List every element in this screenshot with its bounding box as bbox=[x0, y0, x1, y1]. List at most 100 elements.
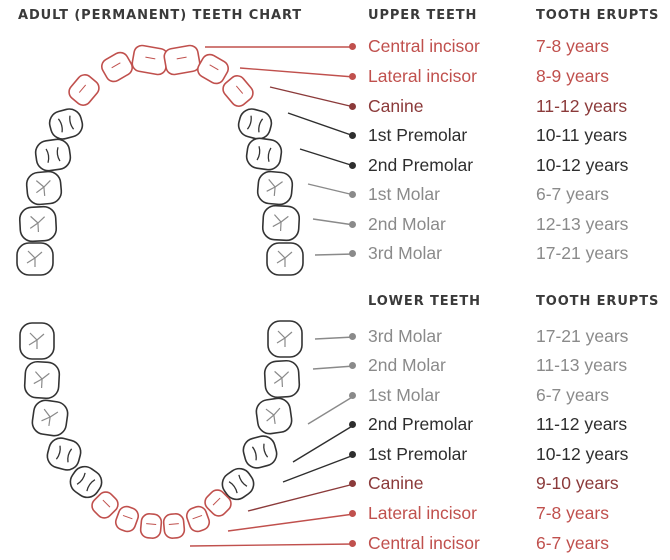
lower-1st-premolar-right bbox=[221, 467, 255, 501]
upper-legend-dot bbox=[349, 250, 356, 257]
upper-eruption-age: 17-21 years bbox=[536, 243, 629, 263]
upper-legend-row: 1st Molar 6-7 years bbox=[0, 181, 670, 209]
lower-central-incisor-left bbox=[139, 513, 163, 539]
upper-central-incisor-right bbox=[163, 44, 201, 76]
lower-leader-line-0 bbox=[314, 336, 355, 340]
upper-3rd-molar-left bbox=[16, 242, 54, 276]
lower-legend-dot bbox=[349, 510, 356, 517]
upper-leader-line-5 bbox=[307, 183, 355, 196]
lower-legend-dot bbox=[349, 392, 356, 399]
lower-tooth-name: 1st Molar bbox=[368, 385, 440, 405]
upper-eruption-age: 7-8 years bbox=[536, 36, 609, 56]
upper-legend-row: 2nd Molar 12-13 years bbox=[0, 211, 670, 239]
upper-legend-row: 3rd Molar 17-21 years bbox=[0, 240, 670, 268]
upper-2nd-premolar-left bbox=[34, 138, 72, 172]
lower-2nd-molar-right bbox=[263, 359, 301, 399]
lower-legend-row: 3rd Molar 17-21 years bbox=[0, 323, 670, 351]
upper-2nd-molar-right bbox=[261, 204, 301, 242]
lower-eruption-age: 17-21 years bbox=[536, 326, 629, 346]
upper-tooth-name: 2nd Premolar bbox=[368, 155, 474, 175]
lower-lateral-incisor-left bbox=[114, 505, 140, 533]
lower-eruption-age: 9-10 years bbox=[536, 473, 619, 493]
upper-legend-row: Lateral incisor 8-9 years bbox=[0, 63, 670, 91]
upper-legend-dot bbox=[349, 191, 356, 198]
upper-tooth-name: 2nd Molar bbox=[368, 214, 446, 234]
upper-legend-row: 1st Premolar 10-11 years bbox=[0, 122, 670, 150]
lower-legend-dot bbox=[349, 421, 356, 428]
lower-legend-row: Central incisor 6-7 years bbox=[0, 530, 670, 558]
upper-eruption-age: 11-12 years bbox=[536, 96, 628, 116]
lower-canine-left bbox=[91, 491, 119, 519]
lower-2nd-premolar-left bbox=[46, 437, 82, 471]
upper-legend-row: Canine 11-12 years bbox=[0, 93, 670, 121]
lower-legend-row: 1st Molar 6-7 years bbox=[0, 382, 670, 410]
upper-leader-line-1 bbox=[239, 67, 355, 78]
upper-leader-line-6 bbox=[312, 218, 355, 226]
upper-eruption-age: 12-13 years bbox=[536, 214, 629, 234]
lower-legend-dot bbox=[349, 451, 356, 458]
upper-teeth-header: UPPER TEETH bbox=[368, 8, 478, 23]
lower-legend-row: 2nd Molar 11-13 years bbox=[0, 352, 670, 380]
upper-legend-dot bbox=[349, 132, 356, 139]
lower-tooth-name: Central incisor bbox=[368, 533, 480, 553]
lower-eruption-age: 7-8 years bbox=[536, 503, 609, 523]
lower-3rd-molar-right bbox=[267, 320, 303, 358]
upper-legend-dot bbox=[349, 221, 356, 228]
upper-leader-line-7 bbox=[314, 253, 355, 256]
lower-eruption-age: 6-7 years bbox=[536, 385, 609, 405]
lower-leader-line-6 bbox=[227, 513, 355, 532]
upper-2nd-molar-left bbox=[18, 205, 58, 243]
lower-tooth-name: Canine bbox=[368, 473, 424, 493]
upper-tooth-name: 1st Molar bbox=[368, 184, 440, 204]
upper-legend-dot bbox=[349, 43, 356, 50]
upper-3rd-molar-right bbox=[266, 242, 304, 276]
upper-lateral-incisor-left bbox=[101, 51, 133, 83]
lower-legend-dot bbox=[349, 362, 356, 369]
upper-1st-premolar-right bbox=[237, 108, 273, 140]
upper-eruption-age: 10-12 years bbox=[536, 155, 629, 175]
lower-tooth-name: 2nd Premolar bbox=[368, 414, 474, 434]
upper-legend-dot bbox=[349, 162, 356, 169]
lower-2nd-premolar-right bbox=[242, 435, 278, 469]
lower-leader-line-1 bbox=[312, 365, 355, 370]
lower-legend-dot bbox=[349, 333, 356, 340]
lower-3rd-molar-left bbox=[19, 322, 55, 360]
upper-tooth-name: Canine bbox=[368, 96, 424, 116]
lower-teeth-header: LOWER TEETH bbox=[368, 294, 481, 309]
upper-eruption-age: 8-9 years bbox=[536, 66, 609, 86]
lower-eruption-age: 11-13 years bbox=[536, 355, 628, 375]
lower-leader-line-4 bbox=[282, 454, 355, 483]
lower-tooth-name: Lateral incisor bbox=[368, 503, 477, 523]
upper-tooth-name: Lateral incisor bbox=[368, 66, 477, 86]
lower-legend-row: Lateral incisor 7-8 years bbox=[0, 500, 670, 528]
lower-legend-dot bbox=[349, 480, 356, 487]
upper-tooth-name: 1st Premolar bbox=[368, 125, 468, 145]
lower-eruption-age: 6-7 years bbox=[536, 533, 609, 553]
lower-legend-dot bbox=[349, 540, 356, 547]
upper-erupts-header: TOOTH ERUPTS bbox=[536, 8, 660, 23]
upper-tooth-name: 3rd Molar bbox=[368, 243, 442, 263]
lower-erupts-header: TOOTH ERUPTS bbox=[536, 294, 660, 309]
lower-legend-row: 1st Premolar 10-12 years bbox=[0, 441, 670, 469]
chart-title: ADULT (PERMANENT) TEETH CHART bbox=[18, 8, 303, 23]
lower-eruption-age: 10-12 years bbox=[536, 444, 629, 464]
lower-tooth-name: 2nd Molar bbox=[368, 355, 446, 375]
lower-leader-line-5 bbox=[247, 483, 355, 512]
upper-leader-line-3 bbox=[287, 112, 355, 137]
lower-tooth-name: 1st Premolar bbox=[368, 444, 468, 464]
lower-legend-row: Canine 9-10 years bbox=[0, 470, 670, 498]
lower-1st-molar-left bbox=[31, 399, 69, 437]
upper-eruption-age: 6-7 years bbox=[536, 184, 609, 204]
upper-eruption-age: 10-11 years bbox=[536, 125, 628, 145]
upper-legend-dot bbox=[349, 103, 356, 110]
upper-1st-molar-left bbox=[25, 170, 63, 206]
lower-tooth-name: 3rd Molar bbox=[368, 326, 442, 346]
upper-canine-right bbox=[222, 75, 254, 107]
upper-leader-line-2 bbox=[269, 86, 355, 108]
upper-1st-molar-right bbox=[256, 170, 294, 206]
upper-canine-left bbox=[68, 74, 100, 106]
upper-leader-line-4 bbox=[299, 148, 355, 167]
